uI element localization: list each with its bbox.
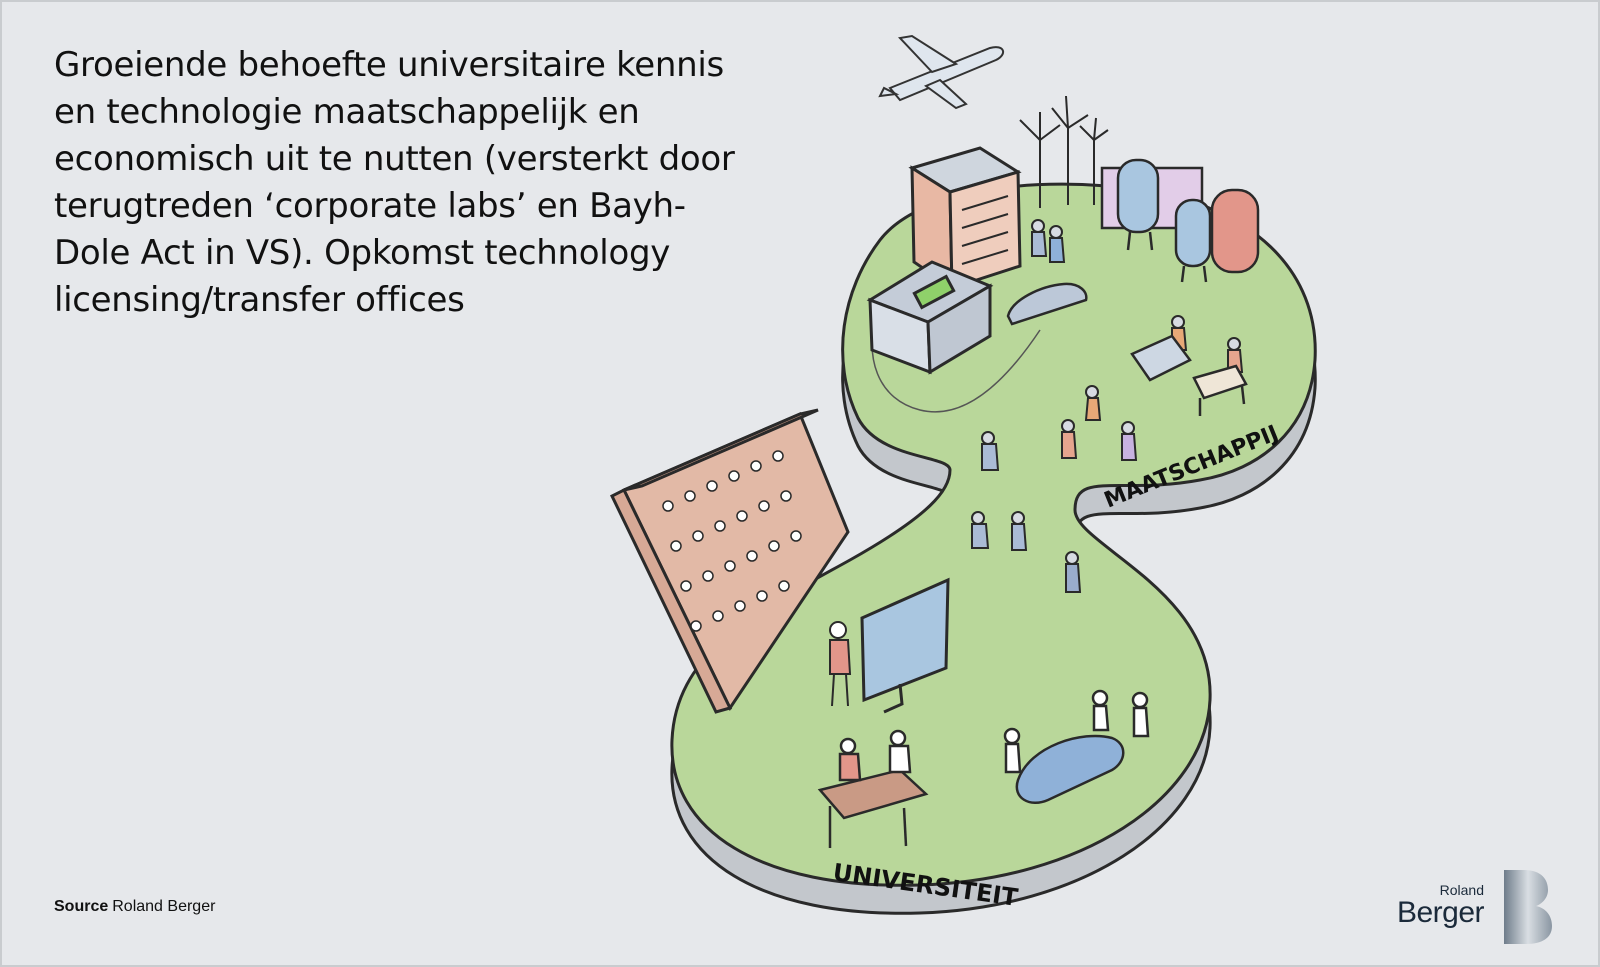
airplane-icon: [878, 34, 1005, 110]
factory-tanks-icon: [1100, 158, 1260, 283]
logo-text-bottom: Berger: [1396, 896, 1485, 929]
wind-turbines-icon: [1019, 95, 1109, 208]
roland-berger-logo: Roland Berger: [1396, 866, 1556, 946]
source-value: Roland Berger: [112, 898, 216, 915]
headline-text: Groeiende behoefte universitaire kennis …: [54, 45, 735, 320]
lecturer-figure: [829, 621, 852, 707]
screen-icon: [860, 577, 950, 714]
battery-building-icon: [866, 260, 994, 375]
drawing-board-icon: [1130, 334, 1192, 382]
logo-b-mark-icon: [1504, 870, 1552, 944]
lecture-hall-icon: [610, 408, 850, 714]
logo-text-top: Roland: [1439, 882, 1484, 898]
lab-table-icon: [817, 729, 929, 848]
desk-icon: [1192, 364, 1248, 416]
office-building-icon: [908, 146, 1022, 291]
source-label: Source: [54, 898, 109, 915]
students-group: [971, 219, 1244, 593]
car-icon: [1006, 282, 1088, 326]
prototype-model-icon: [1003, 689, 1150, 805]
